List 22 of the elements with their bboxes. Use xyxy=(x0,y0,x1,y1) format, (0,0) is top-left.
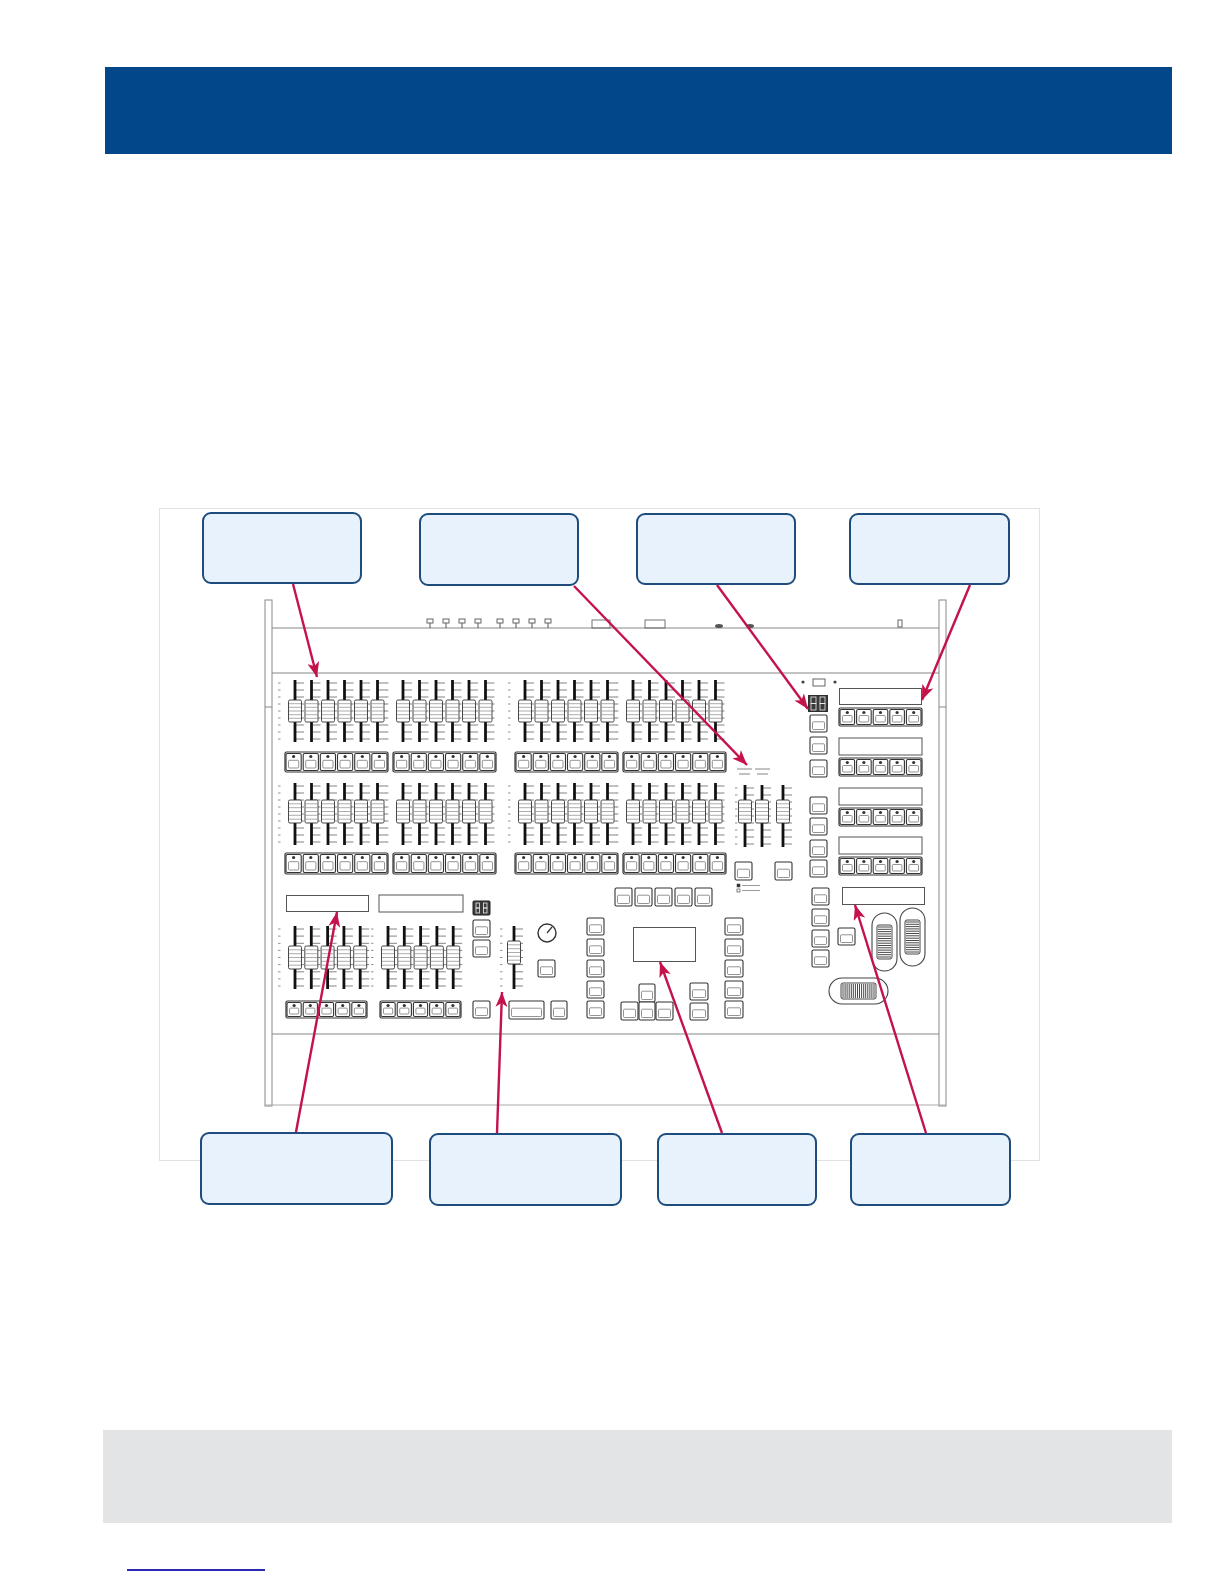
segment-display xyxy=(808,695,828,712)
callout-box xyxy=(850,1133,1011,1206)
leader-line xyxy=(920,584,972,701)
callout-box xyxy=(429,1133,622,1206)
leader-line xyxy=(716,584,809,710)
callout-box xyxy=(200,1132,393,1205)
lcd-display xyxy=(286,895,369,912)
callout-box xyxy=(202,512,362,584)
callout-box xyxy=(636,513,796,585)
callout-box xyxy=(657,1133,817,1206)
callout-box xyxy=(419,513,579,586)
display-screen xyxy=(633,927,696,962)
lcd-display xyxy=(839,688,922,705)
leader-line xyxy=(291,583,320,678)
leader-line xyxy=(573,585,748,766)
leader-line xyxy=(294,911,341,1133)
callout-box xyxy=(849,513,1010,585)
leader-line xyxy=(658,961,724,1134)
leader-line xyxy=(853,904,928,1134)
lcd-display xyxy=(842,887,925,905)
fader-bank xyxy=(277,677,390,745)
leader-line xyxy=(495,991,508,1134)
